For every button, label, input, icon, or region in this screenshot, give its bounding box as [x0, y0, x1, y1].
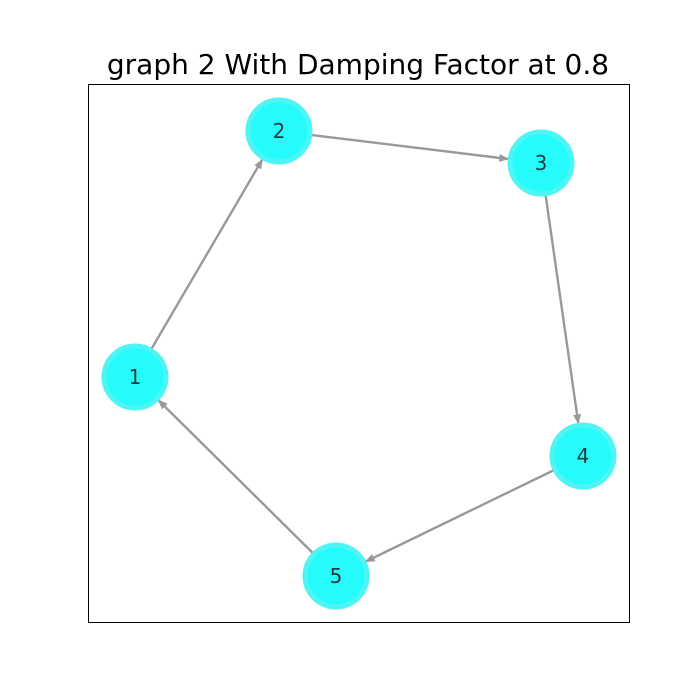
node-1: 1 [101, 343, 169, 411]
edge-1-to-2 [150, 158, 264, 350]
node-5: 5 [302, 542, 370, 610]
nodes-layer: 1 2 3 4 5 [101, 97, 617, 610]
node-label-2: 2 [273, 119, 286, 143]
node-2: 2 [245, 97, 313, 165]
node-label-5: 5 [330, 564, 343, 588]
node-circle-4 [549, 422, 617, 490]
node-label-1: 1 [129, 365, 142, 389]
node-3: 3 [507, 129, 575, 197]
node-circle-5 [302, 542, 370, 610]
edge-5-to-1 [157, 399, 315, 555]
node-4: 4 [549, 422, 617, 490]
edge-2-to-3 [310, 133, 510, 162]
edge-4-to-5 [364, 468, 555, 563]
node-label-3: 3 [535, 151, 548, 175]
node-label-4: 4 [577, 444, 590, 468]
edges-layer [150, 133, 581, 563]
node-circle-2 [245, 97, 313, 165]
node-circle-3 [507, 129, 575, 197]
plot-frame [88, 84, 630, 623]
diagram-title: graph 2 With Damping Factor at 0.8 [106, 48, 610, 81]
node-circle-1 [101, 343, 169, 411]
edge-3-to-4 [544, 194, 581, 425]
